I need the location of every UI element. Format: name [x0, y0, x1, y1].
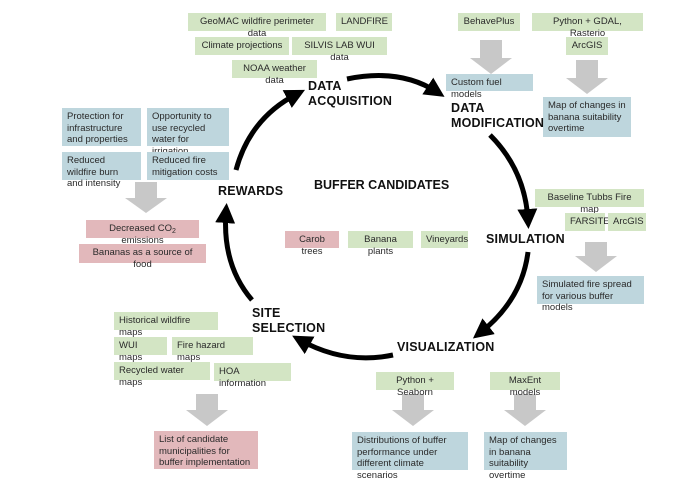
tool-python-seaborn: Python + Seaborn — [376, 372, 454, 398]
input-hoa-information: HOA information — [214, 363, 291, 389]
down-arrow-arcgis-modification — [566, 60, 608, 94]
tool-farsite: FARSITE — [565, 213, 610, 231]
stage-label-rewards: REWARDS — [218, 184, 284, 198]
candidate-vineyards: Vineyards — [421, 231, 468, 248]
stage-label-data-modification: DATA MODIFICATION — [451, 101, 544, 131]
stage-label-line: MODIFICATION — [451, 116, 545, 130]
candidate-banana-plants: Banana plants — [348, 231, 413, 257]
cycle-arrow-visualization-to-site-selection — [292, 335, 394, 361]
output-simulated-fire-spread: Simulated fire spread for various buffer… — [537, 276, 644, 313]
tool-arcgis-simulation: ArcGIS — [608, 213, 646, 231]
input-fire-hazard-maps: Fire hazard maps — [172, 337, 253, 363]
tool-maxent-models: MaxEnt models — [490, 372, 560, 398]
input-wui-maps: WUI maps — [114, 337, 167, 363]
output-custom-fuel-models: Custom fuel models — [446, 74, 533, 100]
outcome-decreased-co2: Decreased CO2 emissions — [86, 220, 199, 246]
co2-text-suffix: emissions — [121, 234, 164, 246]
output-candidate-municipalities: List of candidate municipalities for buf… — [154, 431, 258, 469]
tool-arcgis: ArcGIS — [566, 37, 608, 55]
down-arrow-site-selection — [186, 394, 228, 426]
stage-label-line: SELECTION — [252, 321, 326, 335]
co2-text: Decreased CO — [109, 223, 172, 234]
input-noaa-weather: NOAA weather data — [232, 60, 317, 86]
output-buffer-performance-distributions: Distributions of buffer performance unde… — [352, 432, 468, 481]
cycle-arrow-acquisition-to-modification — [346, 73, 445, 97]
stage-label-simulation: SIMULATION — [486, 232, 565, 246]
input-historical-wildfire-maps: Historical wildfire maps — [114, 312, 218, 338]
co2-subscript: 2 — [171, 228, 176, 235]
benefit-reduced-costs: Reduced fire mitigation costs — [147, 152, 229, 180]
candidate-carob-trees: Carob trees — [285, 231, 339, 257]
down-arrow-simulation — [575, 242, 617, 272]
down-arrow-seaborn — [392, 394, 434, 426]
cycle-arrow-simulation-to-visualization — [472, 251, 531, 339]
input-landfire: LANDFIRE — [336, 13, 392, 31]
buffer-candidates-title: BUFFER CANDIDATES — [314, 178, 450, 192]
stage-label-site-selection: SITE SELECTION — [252, 306, 325, 336]
stage-label-line: SITE — [252, 306, 281, 320]
stage-label-line: DATA — [308, 79, 342, 93]
stage-label-visualization: VISUALIZATION — [397, 340, 495, 354]
input-recycled-water-maps: Recycled water maps — [114, 362, 210, 388]
outcome-bananas-food: Bananas as a source of food — [79, 244, 206, 270]
cycle-arrow-rewards-to-acquisition — [233, 89, 306, 171]
tool-behaveplus: BehavePlus — [458, 13, 520, 31]
down-arrow-maxent — [504, 394, 546, 426]
input-baseline-tubbs-fire-map: Baseline Tubbs Fire map — [535, 189, 644, 215]
benefit-recycled-water: Opportunity to use recycled water for ir… — [147, 108, 229, 157]
benefit-reduced-wildfire: Reduced wildfire burn and intensity — [62, 152, 141, 189]
stage-label-data-acquisition: DATA ACQUISITION — [308, 79, 392, 109]
cycle-arrow-modification-to-simulation — [488, 133, 538, 229]
output-banana-suitability-map-visualization: Map of changes in banana suitability ove… — [484, 432, 567, 481]
down-arrow-rewards — [125, 182, 167, 213]
stage-label-line: DATA — [451, 101, 485, 115]
tool-python-gdal-rasterio: Python + GDAL, Rasterio — [532, 13, 643, 39]
cycle-arrow-site-selection-to-rewards — [215, 203, 254, 302]
input-geomac: GeoMAC wildfire perimeter data — [188, 13, 326, 39]
down-arrow-behaveplus — [470, 40, 512, 74]
input-climate-projections: Climate projections — [195, 37, 289, 55]
stage-label-line: ACQUISITION — [308, 94, 393, 108]
input-silvis-wui: SILVIS LAB WUI data — [292, 37, 387, 63]
benefit-infrastructure-protection: Protection for infrastructure and proper… — [62, 108, 141, 146]
output-banana-suitability-map: Map of changes in banana suitability ove… — [543, 97, 631, 137]
